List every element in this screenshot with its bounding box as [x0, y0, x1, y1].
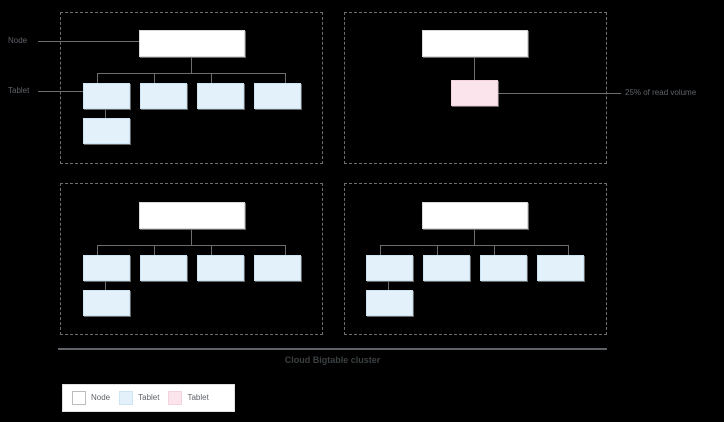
panel-top-left [60, 12, 323, 164]
legend-swatch-node-icon [72, 391, 86, 405]
connector-drop [568, 245, 569, 255]
node-box [422, 30, 528, 57]
connector-trunk [474, 229, 475, 245]
panel-bottom-left [60, 183, 323, 335]
tablet-box [83, 290, 130, 316]
node-box [422, 202, 528, 229]
legend: Node Tablet Tablet [62, 384, 235, 412]
node-box [139, 30, 245, 57]
legend-label-tablet: Tablet [138, 393, 160, 402]
connector-drop [380, 245, 381, 255]
tablet-box [366, 290, 413, 316]
connector-trunk [474, 57, 475, 80]
node-box [139, 202, 245, 229]
cluster-caption: Cloud Bigtable cluster [284, 355, 381, 365]
tablet-box [83, 118, 130, 144]
leader-line-hot-tablet [498, 93, 621, 94]
connector-bus [380, 245, 568, 246]
tablet-box [83, 255, 130, 281]
connector-trunk [191, 229, 192, 245]
label-node: Node [8, 36, 28, 45]
connector-drop [105, 281, 106, 290]
connector-drop [388, 281, 389, 290]
connector-drop [154, 73, 155, 83]
leader-line-tablet [38, 91, 86, 92]
tablet-box [423, 255, 470, 281]
tablet-box [140, 83, 187, 109]
panel-top-right [344, 12, 607, 164]
leader-line-node [38, 41, 139, 42]
tablet-box [83, 83, 130, 109]
legend-swatch-tablet-icon [119, 391, 134, 405]
tablet-box [254, 83, 301, 109]
label-read-volume: 25% of read volume [625, 88, 697, 97]
legend-label-hot-tablet: Tablet [187, 393, 209, 402]
connector-drop [211, 245, 212, 255]
connector-drop [285, 245, 286, 255]
connector-drop [494, 245, 495, 255]
connector-trunk [191, 57, 192, 73]
tablet-box [254, 255, 301, 281]
tablet-box [480, 255, 527, 281]
panel-bottom-right [344, 183, 607, 335]
tablet-box [366, 255, 413, 281]
legend-item-tablet: Tablet [119, 391, 159, 405]
tablet-box [537, 255, 584, 281]
legend-item-node: Node [72, 391, 110, 405]
label-tablet: Tablet [8, 86, 30, 95]
connector-bus [97, 245, 285, 246]
connector-bus [97, 73, 285, 74]
legend-label-node: Node [91, 393, 111, 402]
legend-swatch-hot-tablet-icon [168, 391, 183, 405]
connector-drop [211, 73, 212, 83]
connector-drop [154, 245, 155, 255]
cluster-divider [58, 348, 607, 350]
connector-drop [285, 73, 286, 83]
tablet-box [197, 255, 244, 281]
connector-drop [105, 109, 106, 118]
connector-drop [97, 245, 98, 255]
legend-item-hot-tablet: Tablet [168, 391, 209, 405]
hot-tablet-box [451, 80, 498, 106]
connector-drop [97, 73, 98, 83]
connector-drop [437, 245, 438, 255]
tablet-box [197, 83, 244, 109]
tablet-box [140, 255, 187, 281]
